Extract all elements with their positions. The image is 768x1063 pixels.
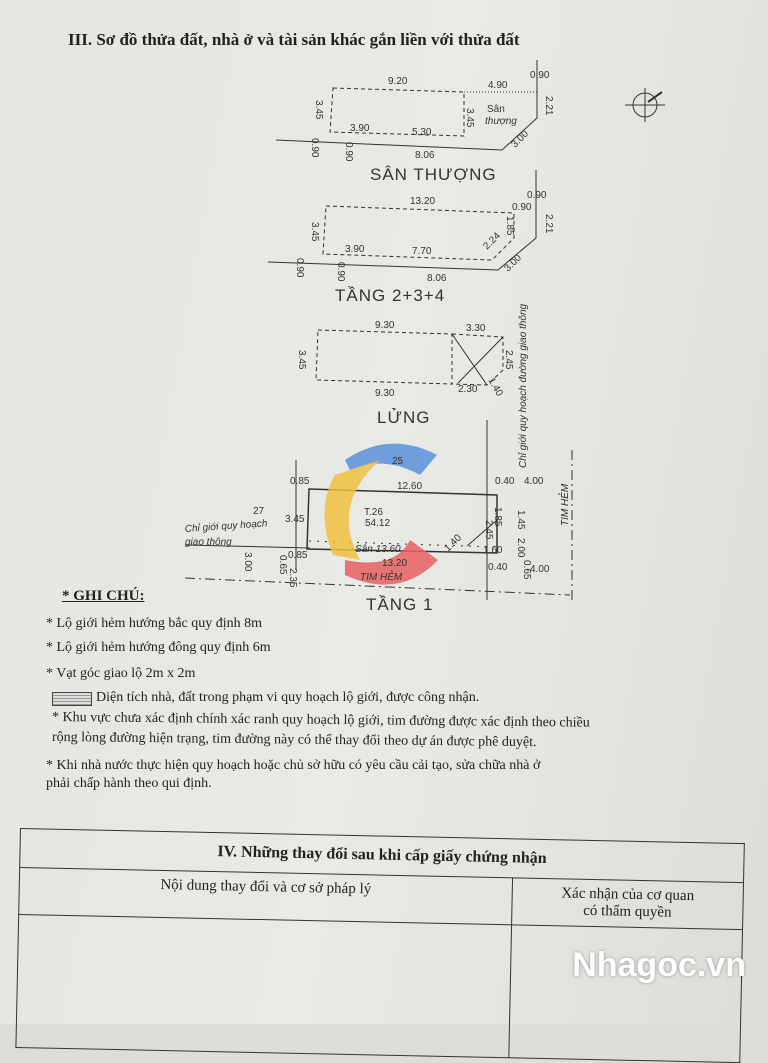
dimension-label: 3.00	[242, 552, 253, 572]
dimension-label: 2.35	[287, 568, 298, 588]
dimension-label: 0.40	[495, 476, 515, 487]
hatch-legend-swatch	[52, 692, 92, 706]
dimension-label: 0.90	[530, 70, 550, 81]
dimension-label: 25	[392, 456, 404, 467]
dimension-label: 2.21	[543, 96, 554, 116]
dimension-label: 1.85	[492, 507, 503, 527]
dimension-label: 8.06	[415, 150, 435, 161]
plot-boundary	[267, 170, 537, 271]
floor-label-san-thuong: SÂN THƯỢNG	[370, 165, 497, 184]
void-cross	[451, 333, 504, 386]
dimension-label: 13.20	[382, 558, 407, 569]
plan-tang-234	[322, 205, 515, 261]
dimension-label: 4.90	[488, 80, 508, 91]
dimension-label: 1.40	[485, 376, 504, 399]
dimension-label: Chỉ giới quy hoạch đường giao thông	[517, 303, 529, 468]
dimension-label: T.26	[364, 507, 383, 518]
floor-label-tang-1: TẦNG 1	[366, 595, 434, 614]
dimension-label: 2.30	[458, 384, 478, 395]
legend-text: Diện tích nhà, đất trong phạm vi quy hoạ…	[96, 690, 480, 705]
dimension-label: 54.12	[365, 518, 390, 529]
dimension-label: 9.20	[388, 76, 408, 87]
plan-tang-1	[184, 420, 573, 600]
dimension-label: 3.00	[502, 252, 524, 274]
dimension-label: TIM HẺM	[558, 483, 571, 526]
dimension-label: 13.20	[410, 196, 435, 207]
dimension-label: 2.45	[503, 350, 514, 370]
header-line: Xác nhận của cơ quan	[561, 885, 695, 905]
dimension-label: 0.90	[527, 190, 547, 201]
note-item: * Lộ giới hẻm hướng đông quy định 6m	[46, 640, 271, 655]
dimension-label: 4.00	[524, 476, 544, 487]
dimension-label: 12.60	[397, 481, 422, 492]
dimension-label: 2.24	[481, 230, 503, 252]
site-watermark: Nhagoc.vn	[572, 946, 746, 984]
dimension-label: 0.90	[512, 202, 532, 213]
dimension-label: 0.90	[309, 138, 320, 158]
dimension-label: 0.40	[488, 562, 508, 573]
dimension-label: 5.30	[412, 127, 432, 138]
dimension-label: 3.45	[464, 108, 475, 128]
dimension-label: 27	[253, 506, 265, 517]
dimension-label: 1.40	[442, 532, 464, 554]
plan-lung	[315, 329, 504, 386]
dimension-label: 0.90	[294, 258, 305, 278]
floor-label-tang-234: TẦNG 2+3+4	[335, 286, 446, 305]
dimension-label: 1.60	[483, 545, 503, 556]
dimension-label: 3.45	[285, 514, 305, 525]
dimension-label: 2.00	[515, 538, 526, 558]
dimension-label: 3.45	[313, 100, 324, 120]
dimension-label: 2.45	[483, 520, 494, 540]
dimension-label: Chỉ giới quy hoạch	[184, 517, 268, 535]
dimension-label: 3.90	[345, 244, 365, 255]
dimension-label: 3.00	[509, 128, 531, 150]
dimension-label: 0.65	[277, 555, 288, 575]
dimension-label: Sân	[487, 104, 505, 115]
note-item: * Lộ giới hẻm hướng bắc quy định 8m	[46, 616, 263, 631]
document-page	[0, 0, 768, 1024]
dimension-label: 1.85	[504, 216, 515, 236]
dimension-label: giao thông	[185, 537, 232, 548]
dimension-label: 7.70	[412, 246, 432, 257]
dimension-label: 3.45	[309, 222, 320, 242]
notes-heading: * GHI CHÚ:	[62, 588, 145, 604]
dimension-label: 0.90	[335, 262, 346, 282]
header-line: có thẩm quyền	[583, 902, 672, 921]
plot-boundary	[275, 60, 538, 151]
dimension-label: 8.06	[427, 273, 447, 284]
dimension-label: 3.30	[466, 323, 486, 334]
dimension-label: 2.21	[543, 214, 554, 234]
dimension-label: 3.45	[296, 350, 307, 370]
note-item: * Vạt góc giao lộ 2m x 2m	[46, 666, 196, 681]
dimension-label: 1.45	[515, 510, 526, 530]
dimension-label: 0.85	[288, 550, 308, 561]
table-cell	[15, 914, 512, 1058]
dimension-label: 3.90	[350, 123, 370, 134]
cornerland-logo	[324, 443, 438, 585]
dimension-label: 9.30	[375, 320, 395, 331]
dimension-label: 0.65	[521, 560, 532, 580]
dimension-label: thượng	[485, 116, 517, 127]
note-paragraph: phải chấp hành theo qui định.	[46, 776, 212, 791]
note-paragraph: * Khi nhà nước thực hiện quy hoạch hoặc …	[46, 758, 541, 773]
section-title: III. Sơ đồ thửa đất, nhà ở và tài sản kh…	[68, 30, 520, 49]
dimension-label: 9.30	[375, 388, 395, 399]
dimension-label: 0.85	[290, 476, 310, 487]
floor-label-lung: LỬNG	[377, 408, 431, 427]
dimension-label: Sân 13.60	[355, 544, 401, 555]
dimension-label: 4.00	[530, 564, 550, 575]
north-arrow-icon	[625, 88, 665, 122]
dimension-label: 0.90	[343, 142, 354, 162]
dimension-label: TIM HẺM	[360, 570, 403, 583]
